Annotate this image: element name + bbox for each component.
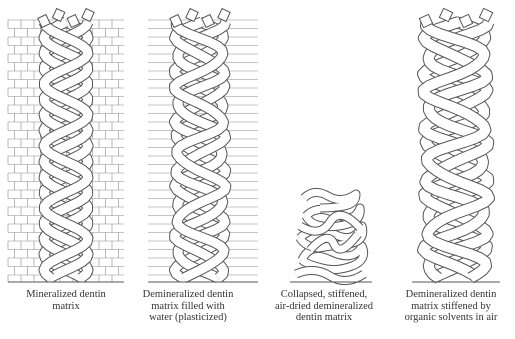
- caption-line: water (plasticized): [126, 312, 250, 324]
- caption-line: dentin matrix: [262, 312, 386, 324]
- caption-line: Mineralized dentin: [4, 289, 128, 301]
- panel-water-filled: [148, 9, 258, 282]
- fiber-end: [479, 8, 492, 21]
- collapsed-fiber: [296, 270, 364, 280]
- collagen-fiber-bundle: [170, 9, 230, 278]
- caption-line: matrix: [4, 301, 128, 313]
- fiber-end: [82, 9, 94, 22]
- fiber-end: [218, 9, 230, 22]
- caption-line: Demineralized dentin: [389, 289, 513, 301]
- collapsed-fiber-tangle: [290, 192, 372, 282]
- caption-mineralized: Mineralized dentin matrix: [4, 289, 128, 312]
- collagen-fiber-bundle: [38, 9, 94, 278]
- caption-line: Collapsed, stiffened,: [262, 289, 386, 301]
- panel-collapsed: [290, 192, 372, 282]
- collagen-fiber-bundle: [419, 8, 492, 278]
- panel-mineralized: [8, 9, 124, 282]
- caption-collapsed: Collapsed, stiffened, air-dried deminera…: [262, 289, 386, 324]
- collapsed-fiber: [304, 192, 356, 208]
- caption-line: matrix stiffened by: [389, 301, 513, 313]
- caption-water-filled: Demineralized dentin matrix filled with …: [126, 289, 250, 324]
- caption-line: air-dried demineralized: [262, 301, 386, 313]
- caption-line: matrix filled with: [126, 301, 250, 313]
- caption-line: organic solvents in air: [389, 312, 513, 324]
- caption-line: Demineralized dentin: [126, 289, 250, 301]
- caption-organic-stiffened: Demineralized dentin matrix stiffened by…: [389, 289, 513, 324]
- panel-organic-stiffened: [412, 8, 500, 282]
